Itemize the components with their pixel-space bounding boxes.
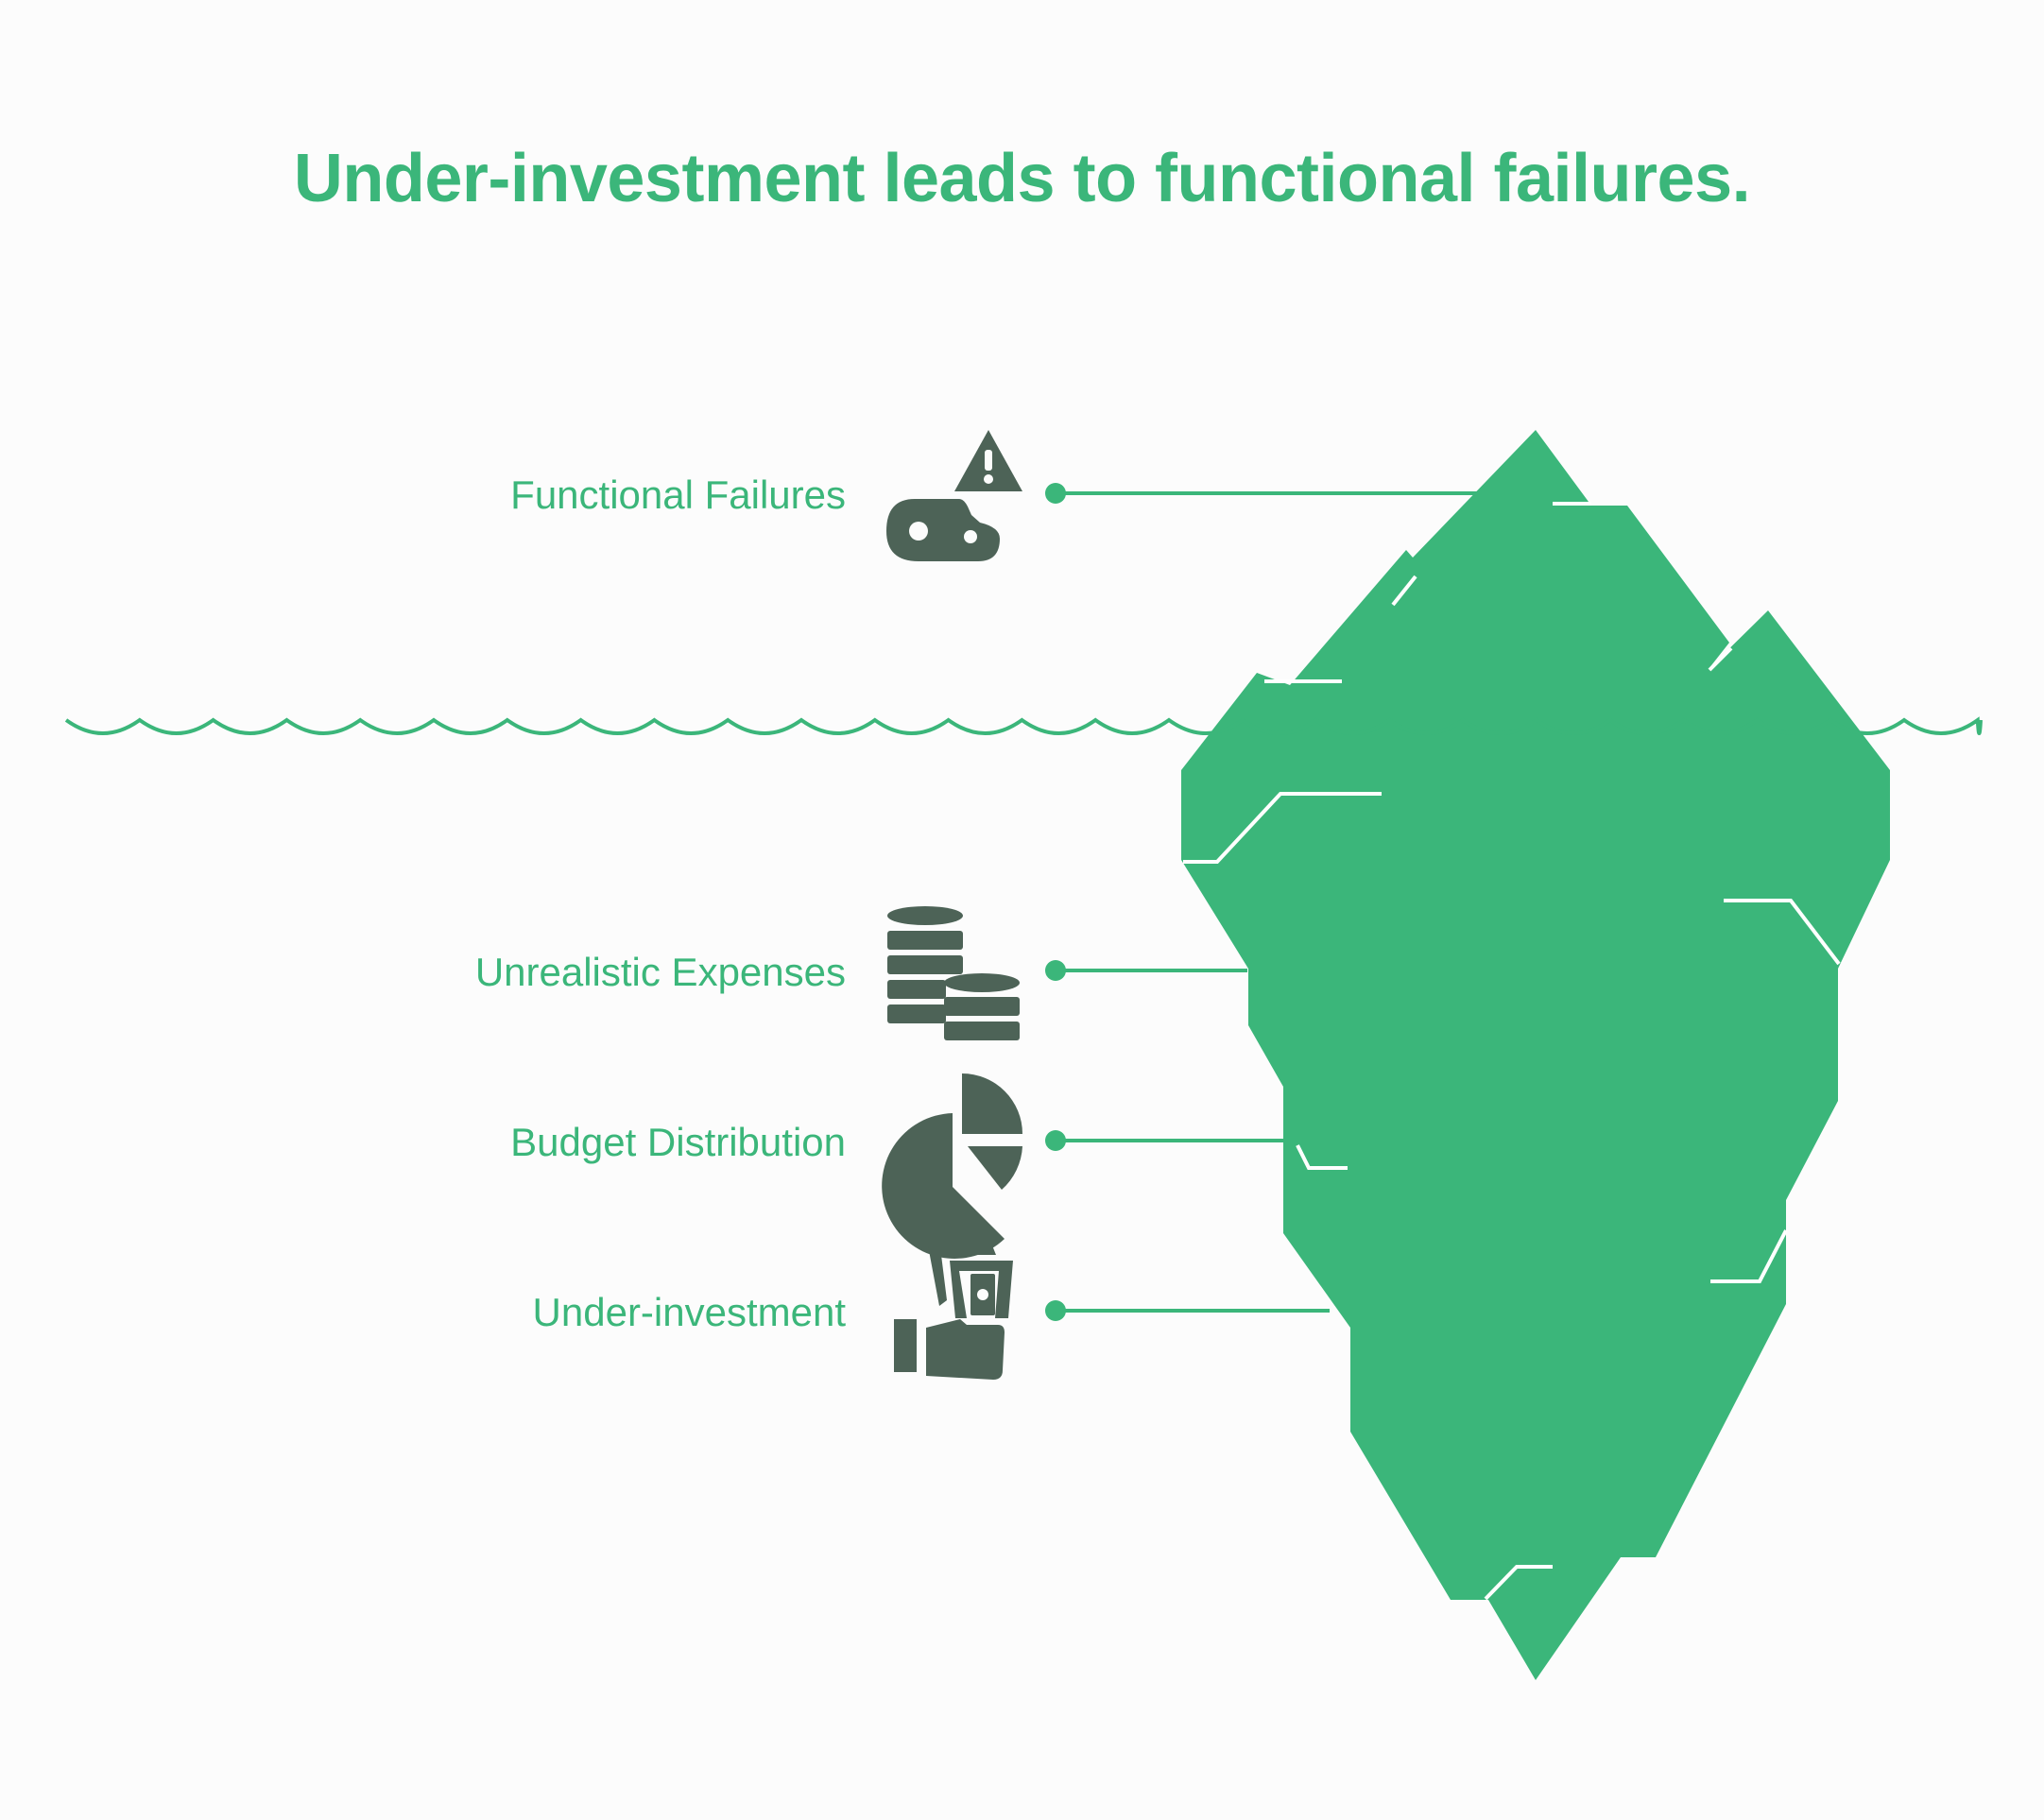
label-functional-failures: Functional Failures <box>510 472 846 517</box>
pie-chart-icon <box>882 1073 1022 1259</box>
iceberg-cracks <box>1183 502 1841 1601</box>
chain-warning-icon <box>886 430 1022 561</box>
label-under-investment: Under-investment <box>532 1290 846 1334</box>
connectors <box>1045 483 1488 1321</box>
label-unrealistic-expenses: Unrealistic Expenses <box>474 950 846 994</box>
page-title: Under-investment leads to functional fai… <box>293 141 1751 216</box>
hand-money-icon <box>894 1245 1013 1380</box>
iceberg-shape <box>1181 430 1890 1680</box>
label-budget-distribution: Budget Distribution <box>510 1120 846 1164</box>
water-line <box>64 716 1983 735</box>
coin-stacks-icon <box>887 906 1020 1040</box>
